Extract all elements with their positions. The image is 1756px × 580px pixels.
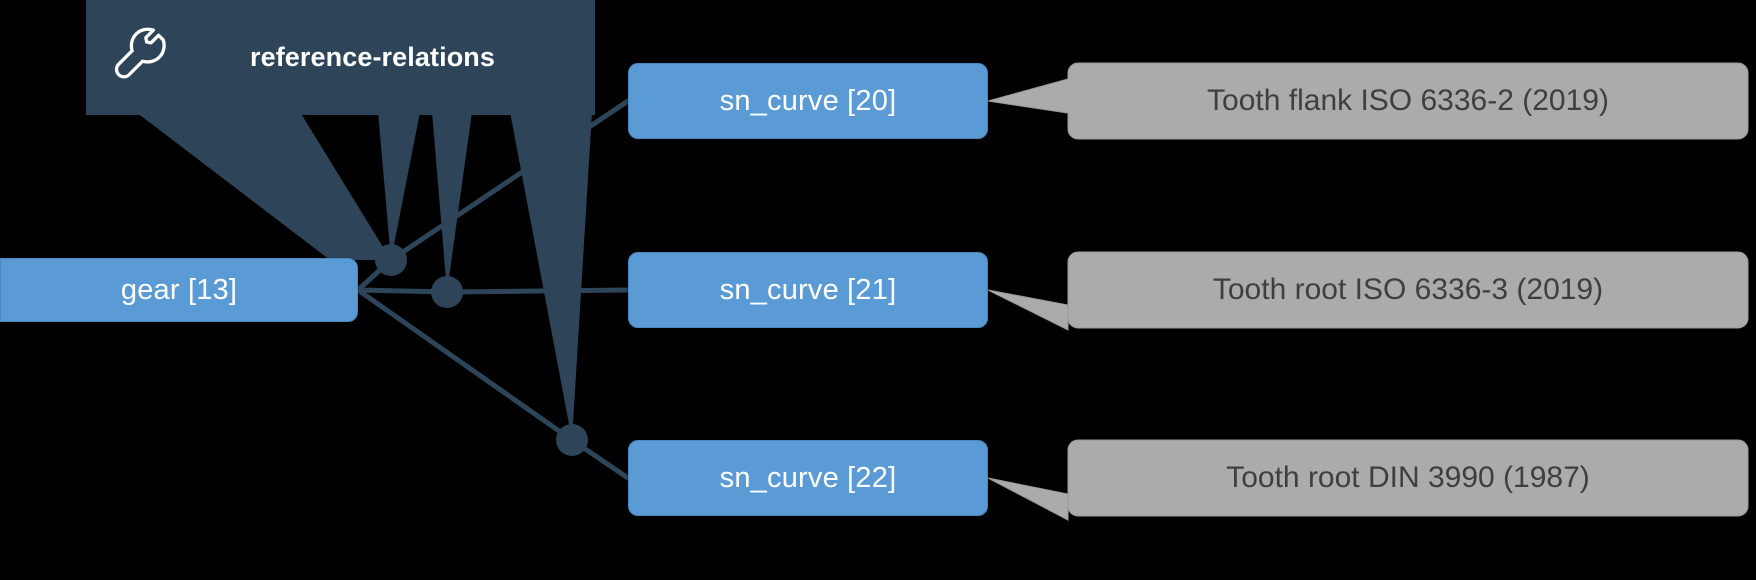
reference-relations-tooltip[interactable]: reference-relations bbox=[86, 0, 595, 115]
callout-shape-tooth-root-din[interactable] bbox=[987, 439, 1749, 521]
node-sn-curve-20-label: sn_curve [20] bbox=[719, 84, 897, 117]
node-sn-curve-21-label: sn_curve [21] bbox=[719, 273, 897, 306]
node-sn-curve-22-label: sn_curve [22] bbox=[719, 461, 897, 494]
callout-shape-tooth-root-iso[interactable] bbox=[987, 251, 1749, 331]
callout-tooth-root-iso-label: Tooth root ISO 6336-3 (2019) bbox=[1212, 273, 1604, 306]
callout-shapes bbox=[987, 62, 1749, 521]
callout-tooth-root-din-label: Tooth root DIN 3990 (1987) bbox=[1226, 461, 1590, 494]
tooltip-tail-a bbox=[378, 112, 420, 260]
tooltip-tail-c bbox=[510, 112, 592, 440]
connector-dot-c[interactable] bbox=[556, 424, 588, 456]
node-sn-curve-22[interactable]: sn_curve [22] bbox=[628, 440, 988, 516]
tooltip-title: reference-relations bbox=[249, 42, 495, 72]
node-sn-curve-21[interactable]: sn_curve [21] bbox=[628, 252, 988, 328]
callout-tooth-root-iso[interactable]: Tooth root ISO 6336-3 (2019) bbox=[1078, 252, 1738, 328]
tooltip-tail-b bbox=[432, 112, 472, 292]
tooltip-tail-wide bbox=[136, 112, 391, 260]
tooltip-tails bbox=[136, 112, 592, 440]
wrench-icon bbox=[108, 22, 180, 94]
edge-gear-to-sn-curve-22[interactable] bbox=[355, 287, 631, 481]
callout-tooth-root-din[interactable]: Tooth root DIN 3990 (1987) bbox=[1078, 440, 1738, 516]
edge-gear-to-sn-curve-21[interactable] bbox=[355, 287, 631, 295]
connector-dots bbox=[375, 244, 588, 456]
connector-dot-b[interactable] bbox=[431, 276, 463, 308]
node-sn-curve-20[interactable]: sn_curve [20] bbox=[628, 63, 988, 139]
node-gear[interactable]: gear [13] bbox=[0, 258, 358, 322]
connector-dot-a[interactable] bbox=[375, 244, 407, 276]
callout-shape-tooth-flank[interactable] bbox=[987, 62, 1749, 140]
callout-tooth-flank[interactable]: Tooth flank ISO 6336-2 (2019) bbox=[1078, 63, 1738, 139]
node-gear-label: gear [13] bbox=[120, 273, 238, 306]
callout-tooth-flank-label: Tooth flank ISO 6336-2 (2019) bbox=[1207, 84, 1609, 117]
